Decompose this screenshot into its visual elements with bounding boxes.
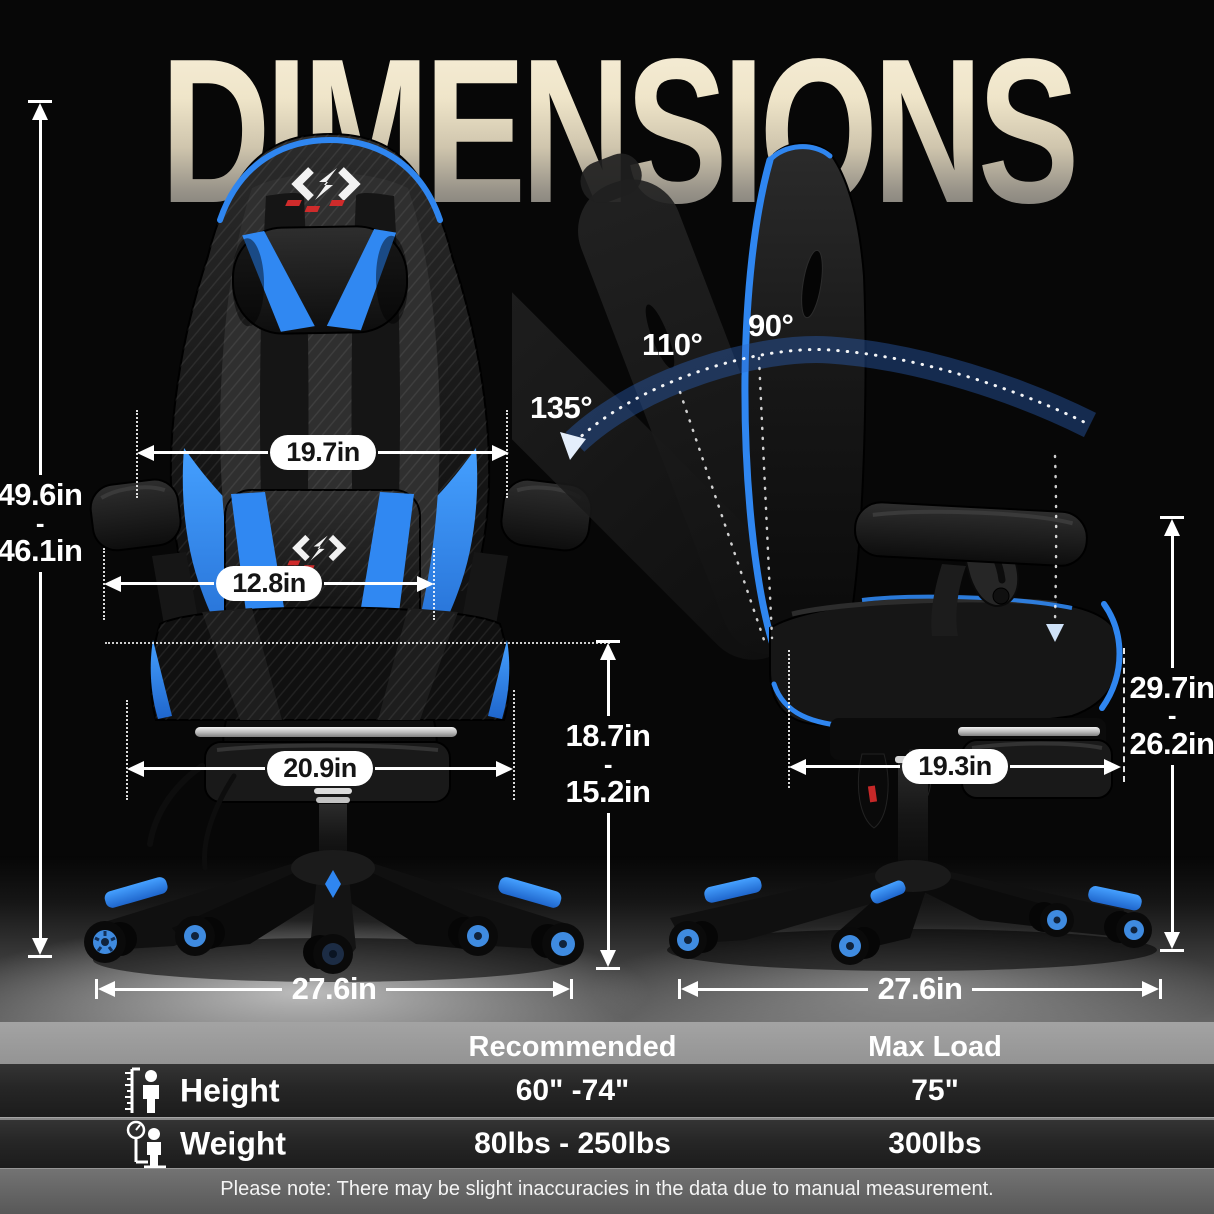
angle-label-135: 135° xyxy=(530,390,593,425)
caster-wheels-side xyxy=(669,902,1152,965)
height-recommended-value: 60" -74" xyxy=(515,1073,630,1107)
lumbar-width-label: 12.8in xyxy=(216,566,322,601)
overall-height-dimension: 49.6in - 46.1in xyxy=(0,100,88,958)
hub-blue-accent xyxy=(325,870,341,898)
backrest-side xyxy=(741,141,867,652)
seat-width-label: 20.9in xyxy=(267,751,373,786)
arc-arrowhead xyxy=(560,432,586,460)
base-blue-pad xyxy=(498,877,562,908)
backrest-width-label: 19.7in xyxy=(270,435,376,470)
height-measure-icon xyxy=(125,1067,159,1113)
guide-line xyxy=(788,650,790,788)
spec-table-background xyxy=(0,1022,1214,1214)
weight-max-value: 300lbs xyxy=(888,1127,982,1160)
backrest-width-dimension: 19.7in xyxy=(137,435,510,470)
seat-side xyxy=(769,594,1123,730)
row-label-height: Height xyxy=(180,1072,280,1108)
armrest-height-labels: 29.7in - 26.2in xyxy=(1129,669,1214,761)
seat-height-labels: 18.7in - 15.2in xyxy=(565,717,651,810)
measurement-disclaimer: Please note: There may be slight inaccur… xyxy=(220,1178,994,1200)
guide-line xyxy=(105,642,610,644)
guide-line xyxy=(513,690,515,800)
blue-top-trim xyxy=(217,136,443,223)
base-width-side-label: 27.6in xyxy=(877,971,963,1006)
seat-height-dimension: 18.7in - 15.2in xyxy=(558,640,658,970)
angle-label-110: 110° xyxy=(642,327,703,362)
chair-front-view-illustration xyxy=(84,132,593,982)
angle-label-90: 90° xyxy=(748,308,794,343)
adjustment-lever xyxy=(147,763,205,847)
lumbar-width-dimension: 12.8in xyxy=(104,566,435,601)
brand-logo xyxy=(285,167,361,212)
column-header-recommended: Recommended xyxy=(468,1031,677,1063)
weight-recommended-value: 80lbs - 250lbs xyxy=(474,1127,671,1160)
base-width-front-label: 27.6in xyxy=(291,971,377,1006)
headrest-pillow xyxy=(231,225,409,335)
column-header-max-load: Max Load xyxy=(868,1031,1002,1063)
base-blue-pad xyxy=(1088,886,1142,911)
lumbar-pillow xyxy=(224,489,421,641)
recline-arc xyxy=(560,336,1097,642)
weight-scale-icon xyxy=(126,1120,166,1168)
blue-front-trim xyxy=(741,156,778,652)
armrest-side xyxy=(854,501,1088,636)
base-blue-pad xyxy=(704,876,762,903)
armrest-pad-left xyxy=(89,478,182,552)
guide-line xyxy=(1123,648,1125,782)
seat-depth-dimension: 19.3in xyxy=(789,749,1122,784)
overall-height-labels: 49.6in - 46.1in xyxy=(0,477,83,569)
table-row-height: Height 60" -74" 75" xyxy=(0,1064,1214,1117)
base-blue-pad xyxy=(104,877,168,908)
base-blue-pad xyxy=(870,880,906,904)
adjustment-lever xyxy=(202,773,237,871)
base-width-side-dimension: 27.6in xyxy=(678,971,1163,1007)
seat-width-dimension: 20.9in xyxy=(127,751,514,786)
row-label-weight: Weight xyxy=(180,1125,287,1162)
footrest-rail-side xyxy=(958,727,1100,736)
guide-line xyxy=(126,700,128,800)
footrest-rail xyxy=(195,727,457,737)
seat-depth-label: 19.3in xyxy=(902,749,1008,784)
base-width-front-dimension: 27.6in xyxy=(95,971,574,1007)
caster-wheels xyxy=(84,916,584,974)
height-max-value: 75" xyxy=(911,1073,959,1107)
seat-cushion xyxy=(150,606,510,721)
table-row-weight: Weight 80lbs - 250lbs 300lbs xyxy=(0,1120,1214,1168)
chair-side-view-illustration xyxy=(512,141,1157,971)
armrest-height-dimension: 29.7in - 26.2in xyxy=(1122,516,1214,952)
